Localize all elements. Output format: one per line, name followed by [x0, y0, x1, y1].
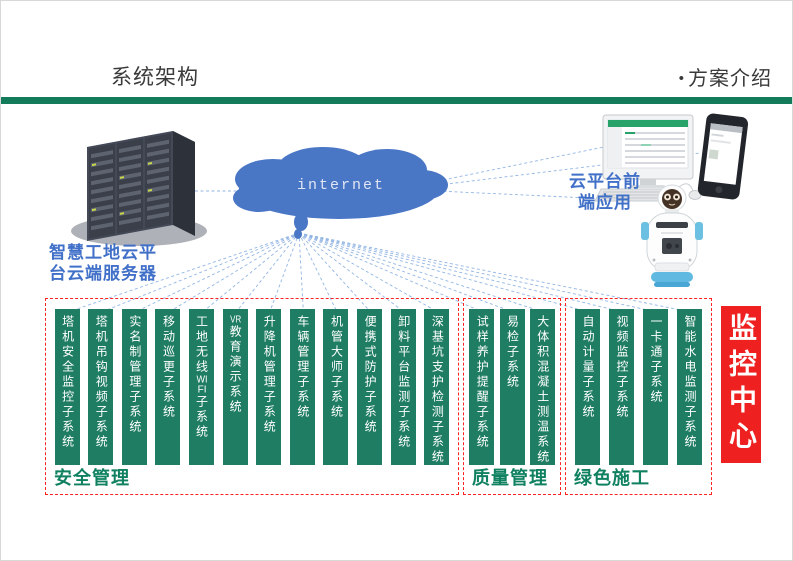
system-bar-label: 大体积混凝土测温系统 — [535, 315, 550, 465]
server-caption-line1: 智慧工地云平 — [49, 243, 157, 262]
system-bar-label: 视频监控子系统 — [615, 315, 629, 420]
system-bar: 移动巡更子系统 — [155, 309, 181, 465]
group-label: 质量管理 — [472, 468, 548, 488]
frontend-caption-line1: 云平台前 — [569, 172, 641, 191]
system-bar-label: 塔机吊钩视频子系统 — [94, 315, 109, 450]
system-bar-label: 机管大师子系统 — [329, 315, 344, 420]
system-bar: 试样养护提醒子系统 — [469, 309, 495, 465]
section-label: •方案介绍 — [679, 62, 772, 91]
group-label: 绿色施工 — [574, 468, 650, 488]
frontend-caption-line2: 端应用 — [578, 193, 632, 213]
system-bar: 机管大师子系统 — [323, 309, 349, 465]
system-bar-label: 一卡通子系统 — [649, 315, 663, 405]
group-box-safety: 塔机安全监控子系统 塔机吊钩视频子系统 实名制管理子系统 移动巡更子系统 工地无线WIF… — [45, 298, 459, 495]
group-box-quality: 试样养护提醒子系统易检子系统大体积混凝土测温系统 质量管理 — [463, 298, 561, 495]
system-bar: VR教育演示系统 — [222, 309, 248, 465]
bars-row: 自动计量子系统 视频监控子系统 一卡通子系统 智能水电监测子系统 — [566, 309, 711, 465]
monitoring-center-label: 监控中心 — [726, 312, 757, 457]
system-bar-label: 试样养护提醒子系统 — [475, 315, 490, 450]
system-bar-label: 塔机安全监控子系统 — [60, 315, 75, 450]
frontend-caption: 云平台前 端应用 — [557, 171, 653, 214]
section-label-text: 方案介绍 — [688, 68, 772, 90]
bullet-icon: • — [678, 70, 685, 87]
page-title: 系统架构 — [111, 66, 199, 89]
system-bar: 一卡通子系统 — [643, 309, 668, 465]
system-bar-label: 易检子系统 — [505, 315, 520, 390]
server-rack-icon — [71, 131, 207, 246]
system-bar-label: 智能水电监测子系统 — [683, 315, 697, 450]
system-bar: 易检子系统 — [499, 309, 525, 465]
system-bar: 塔机安全监控子系统 — [54, 309, 80, 465]
monitoring-center-box: 监控中心 — [721, 306, 761, 463]
system-bar: 升降机管理子系统 — [256, 309, 282, 465]
system-bar-label: 便携式防护子系统 — [363, 315, 378, 435]
system-bar: 工地无线WIFI子系统 — [189, 309, 215, 465]
group-label: 安全管理 — [54, 468, 130, 488]
system-bar: 实名制管理子系统 — [121, 309, 147, 465]
system-bar: 塔机吊钩视频子系统 — [88, 309, 114, 465]
system-bar-label: 深基坑支护检测子系统 — [430, 315, 445, 465]
smartphone-icon — [697, 113, 749, 200]
system-bar: 卸料平台监测子系统 — [390, 309, 416, 465]
bars-row: 试样养护提醒子系统易检子系统大体积混凝土测温系统 — [464, 309, 560, 465]
server-caption: 智慧工地云平 台云端服务器 — [49, 242, 189, 285]
system-bar-label: 实名制管理子系统 — [127, 315, 142, 435]
system-bar-label: 工地无线WIFI子系统 — [194, 315, 209, 440]
system-bar-label: 自动计量子系统 — [581, 315, 595, 420]
system-bar: 智能水电监测子系统 — [677, 309, 702, 465]
internet-label: internet — [296, 177, 385, 194]
system-bar: 视频监控子系统 — [609, 309, 634, 465]
system-bar: 便携式防护子系统 — [357, 309, 383, 465]
system-bar: 大体积混凝土测温系统 — [529, 309, 555, 465]
system-bar-label: 移动巡更子系统 — [161, 315, 176, 420]
system-bar-label: 车辆管理子系统 — [295, 315, 310, 420]
bars-row: 塔机安全监控子系统 塔机吊钩视频子系统 实名制管理子系统 移动巡更子系统 工地无线WIF… — [46, 309, 458, 465]
group-box-green: 自动计量子系统 视频监控子系统 一卡通子系统 智能水电监测子系统 绿色施工 — [565, 298, 712, 495]
system-bar-label: VR教育演示系统 — [228, 315, 243, 415]
system-bar: 深基坑支护检测子系统 — [424, 309, 450, 465]
header-divider — [1, 97, 792, 104]
system-bar-label: 卸料平台监测子系统 — [396, 315, 411, 450]
system-bar-label: 升降机管理子系统 — [262, 315, 277, 435]
system-bar: 车辆管理子系统 — [289, 309, 315, 465]
server-caption-line2: 台云端服务器 — [49, 264, 157, 284]
system-bar: 自动计量子系统 — [575, 309, 600, 465]
